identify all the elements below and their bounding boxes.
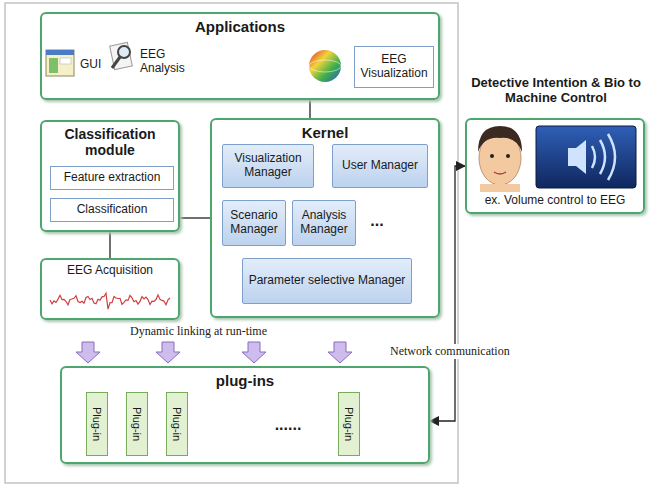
link-arrow	[156, 342, 180, 363]
plugin-box: Plug-in	[166, 392, 188, 456]
plugin-box: Plug-in	[86, 392, 108, 456]
box-label: Kernel	[212, 124, 438, 141]
connector	[430, 166, 465, 421]
box-label: Classification	[54, 203, 170, 217]
box-text: ex. Volume control to EEG	[467, 194, 643, 208]
manager-box: Analysis Manager	[292, 200, 356, 246]
process-box: Feature extraction	[50, 166, 174, 190]
module-box: Feature extractionClassification Classifi…	[40, 120, 180, 232]
manager-box: Visualization Manager	[222, 144, 314, 188]
link-arrow	[76, 342, 100, 363]
plugin-box: Plug-in	[126, 392, 148, 456]
connector	[180, 217, 210, 218]
connector	[109, 232, 110, 258]
tv-icon	[536, 126, 636, 188]
link-arrow	[328, 342, 352, 363]
box-text: ...	[360, 212, 394, 230]
module-box: EEG Visualization	[354, 46, 434, 88]
box-label: Classification module	[42, 126, 178, 158]
linking-label: Dynamic linking at run-time	[128, 324, 269, 339]
box-label: Plug-in	[343, 407, 356, 441]
box-label: EEG Acquisition	[42, 264, 178, 278]
box-label: Plug-in	[171, 407, 184, 441]
box-text: ......	[258, 416, 318, 434]
box-label: Feature extraction	[54, 171, 170, 185]
face-icon	[478, 126, 522, 192]
process-box: Classification	[50, 198, 174, 222]
kernel-box: Visualization Manager User ManagerScenari…	[210, 118, 440, 318]
box-text: GUI	[80, 58, 120, 72]
plugin-container: Plug-in Plug-in Plug-in Plug-in plug-ins....…	[60, 366, 430, 464]
linking-arrows	[76, 342, 352, 363]
plugin-box: Plug-in	[338, 392, 360, 456]
box-label: User Manager	[336, 159, 424, 173]
gui-icon	[46, 50, 74, 76]
sphere-icon	[309, 50, 341, 82]
box-label: Scenario Manager	[226, 209, 282, 237]
box-label: plug-ins	[62, 372, 428, 389]
manager-box: User Manager	[332, 144, 428, 188]
box-text: EEG Analysis	[140, 48, 198, 76]
manager-box: Scenario Manager	[222, 200, 286, 246]
box-label: Detective Intention & Bio to Machine Con…	[461, 76, 651, 106]
eeg-waveform	[50, 293, 170, 309]
link-arrow	[242, 342, 266, 363]
box-label: Plug-in	[91, 407, 104, 441]
manager-box: Parameter selective Manager	[242, 258, 412, 304]
box-label: Visualization Manager	[226, 152, 310, 180]
box-label: Plug-in	[131, 407, 144, 441]
box-label: Analysis Manager	[296, 209, 352, 237]
network-label: Network communication	[388, 344, 512, 359]
connector	[309, 100, 310, 118]
magnifier-icon	[110, 42, 133, 69]
application-box: EEG Visualization ApplicationsGUI EEG Anal…	[40, 12, 440, 100]
acquisition-box: EEG Acquisition	[40, 258, 180, 320]
box-label: Applications	[42, 18, 438, 35]
box-label: Parameter selective Manager	[246, 274, 408, 288]
system-panel	[5, 3, 458, 483]
box-label: EEG Visualization	[358, 53, 430, 81]
target-box: Detective Intention & Bio to Machine Con…	[465, 118, 645, 214]
